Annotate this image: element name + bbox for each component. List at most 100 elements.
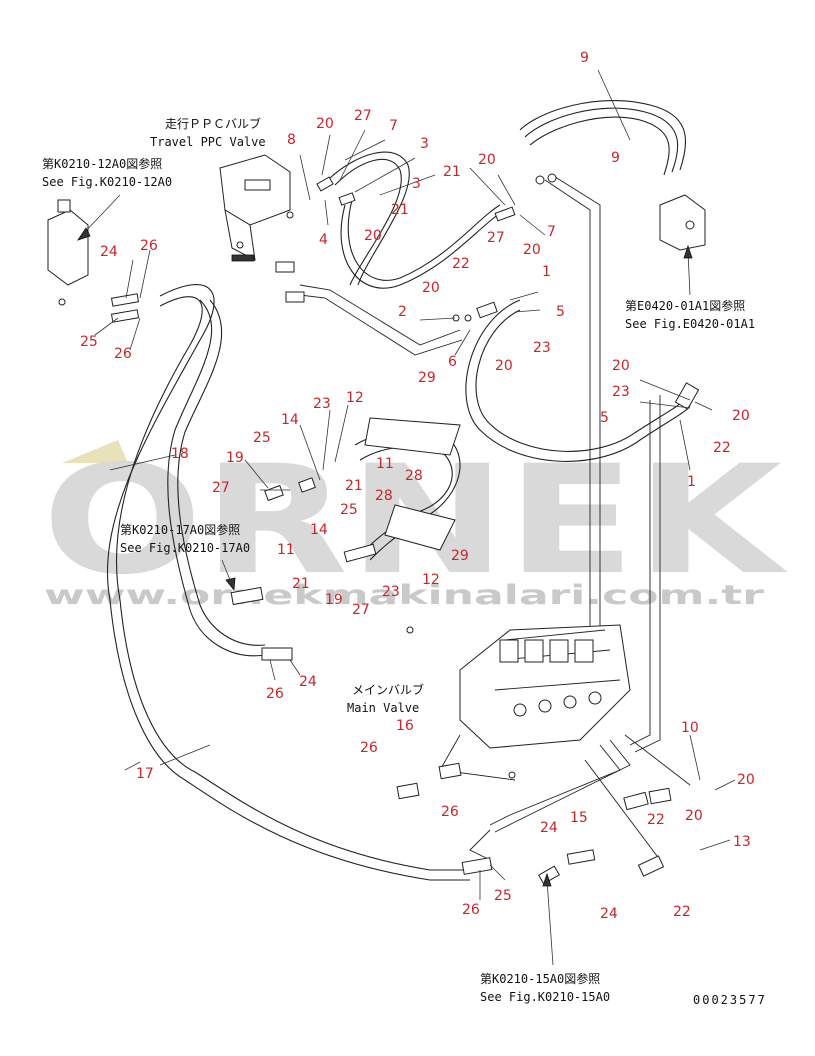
callout-27: 27 — [487, 230, 505, 246]
callout-24: 24 — [540, 820, 558, 836]
travel-ppc-label-en: Travel PPC Valve — [150, 135, 266, 149]
piping — [106, 100, 691, 881]
callout-27: 27 — [352, 602, 370, 618]
callout-3: 3 — [412, 176, 421, 192]
callout-22: 22 — [673, 904, 691, 920]
hose-9-c — [529, 116, 670, 176]
callout-20: 20 — [523, 242, 541, 258]
callouts: 9 9 20 27 7 8 3 3 21 21 20 20 4 7 27 20 … — [80, 50, 755, 922]
pipe-lower-25 — [469, 829, 491, 861]
hose-5-b — [475, 309, 685, 452]
callout-17: 17 — [136, 766, 154, 782]
callout-14: 14 — [281, 412, 299, 428]
pipe-6-b — [299, 294, 463, 356]
hose-18-17-outer — [106, 284, 470, 881]
callout-19: 19 — [226, 450, 244, 466]
main-valve — [459, 624, 631, 749]
callout-20: 20 — [495, 358, 513, 374]
callout-9: 9 — [580, 50, 589, 66]
ref-17a0-en: See Fig.K0210-17A0 — [120, 541, 250, 555]
callout-23: 23 — [313, 396, 331, 412]
hose-bundle — [354, 417, 461, 561]
bracket — [659, 194, 706, 251]
ref-12a0-en: See Fig.K0210-12A0 — [42, 175, 172, 189]
callout-15: 15 — [570, 810, 588, 826]
callout-24: 24 — [100, 244, 118, 260]
callout-28: 28 — [375, 488, 393, 504]
callout-23: 23 — [612, 384, 630, 400]
callout-11: 11 — [376, 456, 394, 472]
hose-9-b — [524, 107, 679, 173]
drawing-number: 00023577 — [693, 993, 767, 1007]
callout-28: 28 — [405, 468, 423, 484]
parts — [47, 154, 706, 885]
callout-26: 26 — [140, 238, 158, 254]
hose-21-b — [347, 199, 501, 281]
hose-18-upper-b — [177, 299, 266, 646]
ref-17a0-jp: 第K0210-17A0図参照 — [120, 522, 240, 537]
callout-27: 27 — [212, 480, 230, 496]
callout-22: 22 — [647, 812, 665, 828]
callout-13: 13 — [733, 834, 751, 850]
callout-26: 26 — [462, 902, 480, 918]
callout-1: 1 — [687, 474, 696, 490]
hose-9-a — [519, 100, 687, 171]
callout-5: 5 — [556, 304, 565, 320]
pipe-far-right-b — [634, 395, 661, 753]
hose-18-17-inner — [115, 296, 470, 871]
callout-20: 20 — [737, 772, 755, 788]
callout-8: 8 — [287, 132, 296, 148]
ref-e0420-en: See Fig.E0420-01A1 — [625, 317, 755, 331]
callout-26: 26 — [441, 804, 459, 820]
callout-22: 22 — [452, 256, 470, 272]
callout-21: 21 — [391, 202, 409, 218]
callout-3: 3 — [420, 136, 429, 152]
callout-24: 24 — [600, 906, 618, 922]
callout-11: 11 — [277, 542, 295, 558]
travel-ppc-label-jp: 走行ＰＰＣバルブ — [165, 116, 261, 131]
hose-21 — [340, 204, 506, 289]
callout-16: 16 — [396, 718, 414, 734]
callout-26: 26 — [360, 740, 378, 756]
callout-20: 20 — [316, 116, 334, 132]
callout-26: 26 — [114, 346, 132, 362]
callout-25: 25 — [253, 430, 271, 446]
callout-22: 22 — [713, 440, 731, 456]
callout-19: 19 — [325, 592, 343, 608]
hose-3-b — [329, 151, 410, 286]
fittings — [110, 173, 700, 885]
main-valve-label-jp: メインバルブ — [352, 682, 424, 697]
hose-3 — [334, 158, 402, 286]
callout-20: 20 — [478, 152, 496, 168]
hose-5-a — [465, 299, 691, 462]
captions: 走行ＰＰＣバルブ Travel PPC Valve 第K0210-12A0図参照… — [42, 116, 767, 1007]
callout-25: 25 — [80, 334, 98, 350]
callout-20: 20 — [612, 358, 630, 374]
travel-ppc-valve — [219, 154, 291, 262]
callout-25: 25 — [494, 888, 512, 904]
callout-7: 7 — [389, 118, 398, 134]
ref-e0420-jp: 第E0420-01A1図参照 — [625, 298, 745, 313]
callout-20: 20 — [732, 408, 750, 424]
callout-21: 21 — [345, 478, 363, 494]
callout-29: 29 — [451, 548, 469, 564]
pipe-6 — [299, 284, 461, 346]
callout-26: 26 — [266, 686, 284, 702]
callout-29: 29 — [418, 370, 436, 386]
watermark-accent — [62, 440, 128, 463]
ref-15a0-jp: 第K0210-15A0図参照 — [480, 971, 600, 986]
callout-20: 20 — [364, 228, 382, 244]
callout-20: 20 — [685, 808, 703, 824]
left-valve — [47, 199, 89, 306]
callout-9: 9 — [611, 150, 620, 166]
callout-21: 21 — [443, 164, 461, 180]
callout-5: 5 — [600, 410, 609, 426]
ref-15a0-en: See Fig.K0210-15A0 — [480, 990, 610, 1004]
pipe-13 — [584, 759, 661, 861]
callout-4: 4 — [319, 232, 328, 248]
callout-14: 14 — [310, 522, 328, 538]
callout-1: 1 — [542, 264, 551, 280]
callout-2: 2 — [398, 304, 407, 320]
reference-arrows — [77, 194, 693, 966]
